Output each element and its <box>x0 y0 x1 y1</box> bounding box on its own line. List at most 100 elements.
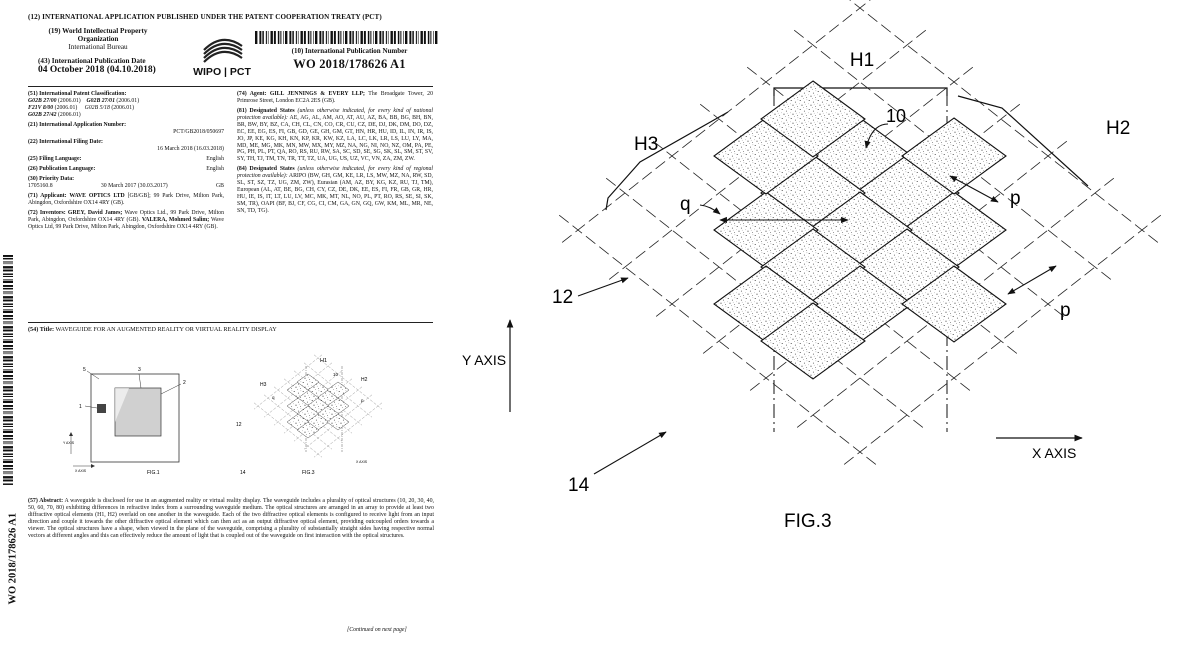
field-74-label: (74) Agent: GILL JENNINGS & EVERY LLP; <box>237 91 365 97</box>
label-p-lower: p <box>1060 300 1071 321</box>
label-10: 10 <box>886 106 906 126</box>
ipc-2: G02B 27/01 <box>86 97 115 104</box>
header-rule <box>28 86 433 87</box>
ipc-2-date: (2006.01) <box>114 97 140 104</box>
ipc-3: F21V 8/00 <box>28 104 54 111</box>
fig3-thumb-caption: FIG.3 <box>302 470 315 476</box>
ipc-5: G02B 27/42 <box>28 111 57 118</box>
logo-text: WIPO | PCT <box>193 66 251 78</box>
regional-states: ARIPO (BW, GH, GM, KE, LR, LS, MW, MZ, N… <box>237 173 433 214</box>
field-71-label: (71) Applicant: WAVE OPTICS LTD <box>28 193 125 199</box>
thumb-guide-line <box>303 394 373 450</box>
H2-bracket <box>957 95 1089 187</box>
y-axis-label: Y AXIS <box>462 352 506 368</box>
field-84-qualifier: (unless otherwise indicated, for every k… <box>237 166 434 180</box>
thumb-guide-line <box>273 386 343 442</box>
x-axis-label: X AXIS <box>1032 445 1076 461</box>
field-81-qualifier: (unless otherwise indicated, for every k… <box>237 108 433 121</box>
wipo-logo: WIPO | PCT <box>193 38 251 78</box>
field-81-label: (81) Designated States <box>237 108 295 114</box>
figure-caption: FIG.3 <box>784 511 832 532</box>
dimension-p-lower <box>1007 265 1057 295</box>
thumb-diamond <box>296 421 320 439</box>
thumb-guide-line <box>263 362 333 418</box>
thumb-diamond <box>296 373 320 391</box>
abstract: (57) Abstract: A waveguide is disclosed … <box>28 498 434 541</box>
fig3-thumb-H3: H3 <box>260 382 267 388</box>
ipc-1: G02B 27/00 <box>28 97 57 104</box>
label-p-upper: p <box>1010 188 1021 209</box>
thumb-diamond <box>326 381 350 399</box>
label-H3: H3 <box>634 134 658 155</box>
filing-date: 16 March 2018 (16.03.2018) <box>157 145 224 152</box>
fig1-label-3: 3 <box>138 367 141 373</box>
fig3-thumb-H1: H1 <box>320 358 327 364</box>
arrow-10 <box>864 123 889 149</box>
fig3-thumb-H2: H2 <box>361 377 368 383</box>
field-84-label: (84) Designated States <box>237 166 295 173</box>
dimension-p-upper <box>949 175 999 203</box>
label-14: 14 <box>568 475 590 496</box>
fig3-thumb-q: q <box>272 395 275 400</box>
thumb-guide-line <box>253 354 323 410</box>
field-72-label: (72) Inventors: GREY, David James; <box>28 210 123 216</box>
fig1-yaxis: Y AXIS <box>63 441 75 445</box>
org-line-1: (19) World Intellectual Property <box>48 27 148 35</box>
label-H1: H1 <box>850 50 874 71</box>
title-rule <box>28 322 433 323</box>
label-H2: H2 <box>1106 118 1130 139</box>
label-12: 12 <box>552 287 573 308</box>
figure-3-panel: H1 H2 H3 10 q p p 12 14 <box>448 0 1186 645</box>
H3-bracket <box>605 111 729 211</box>
thumb-diamond <box>326 413 350 431</box>
pub-number-label: (10) International Publication Number <box>291 47 408 55</box>
optical-structure-diamond <box>760 80 866 158</box>
inventor-2-address: Wave Optics Ltd, 99 Park Drive, Milton P… <box>28 216 224 230</box>
inventor-2-name: VALERA, Mohmed Salim; <box>141 216 210 223</box>
thumb-guide-line <box>313 354 383 410</box>
fig1-label-1: 1 <box>79 404 82 410</box>
thumb-guide-line <box>313 402 383 458</box>
front-page: (12) INTERNATIONAL APPLICATION PUBLISHED… <box>0 0 445 645</box>
top-barcode <box>255 31 438 44</box>
priority-country: GB <box>215 182 224 189</box>
thumb-guide-line <box>273 370 343 426</box>
fig1-label-5: 5 <box>83 367 86 373</box>
pub-number: WO 2018/178626 A1 <box>293 57 406 71</box>
ipc-3-date: (2006.01) <box>53 104 78 111</box>
ipc-4-date: (2006.01) <box>109 104 135 111</box>
wipo-organization: (19) World Intellectual Property Organiz… <box>38 27 158 51</box>
fig1-xaxis: X AXIS <box>75 469 87 473</box>
arrow-14 <box>593 431 667 475</box>
pub-date: 04 October 2018 (04.10.2018) <box>38 64 156 75</box>
arrow-12 <box>577 277 629 297</box>
fig1-caption: FIG.1 <box>147 470 160 476</box>
filing-language: English <box>206 155 224 162</box>
arrow-q-pointer <box>699 204 721 215</box>
field-25-label: (25) Filing Language: <box>28 155 82 162</box>
title-label: (54) Title: <box>28 326 55 333</box>
label-q: q <box>680 194 691 215</box>
fig1-label-2: 2 <box>183 380 186 386</box>
bibliographic-left-column: (51) International Patent Classification… <box>28 91 224 234</box>
title-text: WAVEGUIDE FOR AN AUGMENTED REALITY OR VI… <box>54 326 277 333</box>
abstract-label: (57) Abstract: <box>28 498 64 504</box>
figure-3: H1 H2 H3 10 q p p 12 14 <box>462 0 1162 532</box>
applicant-address: [GB/GB]; 99 Park Drive, Milton Park, Abi… <box>28 193 225 206</box>
fig3-thumb-12: 12 <box>236 422 242 428</box>
title-block: (54) Title: WAVEGUIDE FOR AN AUGMENTED R… <box>28 326 433 333</box>
thumb-guide-line <box>253 402 323 458</box>
ipc-5-date: (2006.01) <box>56 111 81 118</box>
org-line-3: International Bureau <box>68 43 128 51</box>
abstract-text: A waveguide is disclosed for use in an a… <box>28 498 434 540</box>
treaty-line: (12) INTERNATIONAL APPLICATION PUBLISHED… <box>28 13 382 21</box>
field-21-label: (21) International Application Number: <box>28 121 127 128</box>
fig3-thumbnail: H1 H2 H3 10 q p 12 14 X AXIS FIG.3 <box>236 354 383 476</box>
agent-address: The Broadgate Tower, 20 Primrose Street,… <box>237 91 433 104</box>
publication-number-block: (10) International Publication Number WO… <box>262 47 437 72</box>
pub-date-label: (43) International Publication Date <box>38 57 146 65</box>
side-barcode <box>3 255 13 485</box>
fig1-thumbnail: 5 3 2 1 Y AXIS X AXIS FIG.1 <box>63 367 186 476</box>
thumb-guide-line <box>303 362 373 418</box>
